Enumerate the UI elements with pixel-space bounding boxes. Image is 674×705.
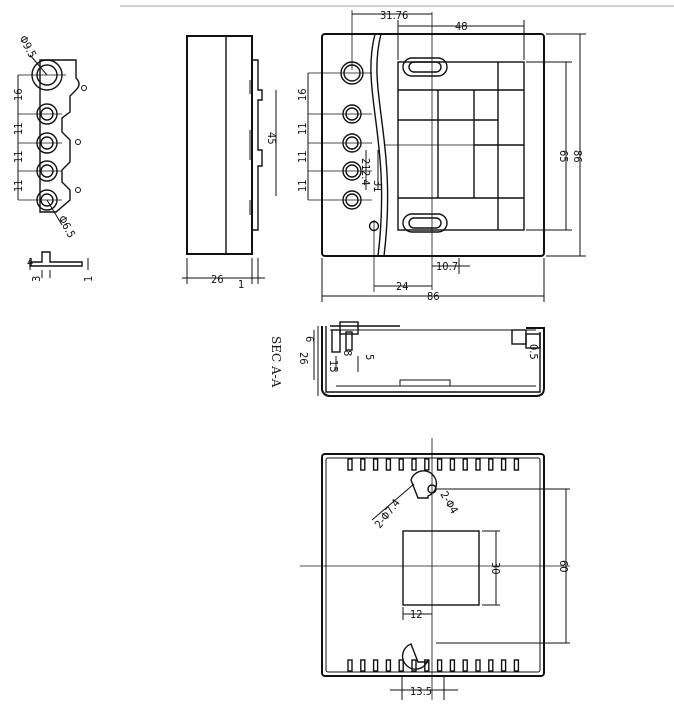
vent-slot [424,458,430,471]
front-pitch-11b: 11 [296,150,309,163]
pitch-label-11a: 11 [12,122,25,135]
pitch-label-11c: 11 [12,179,25,192]
back-keyhole-label: 2-Φ7.4 [372,497,403,531]
side-lip-label: 1 [238,278,244,291]
vent-slot [436,458,443,471]
vent-slot [500,659,507,672]
vent-slot [449,458,456,471]
vent-slot [385,659,392,672]
back-label-13-5: 13.5 [410,685,432,698]
front-label-21: 21 [359,158,372,171]
side-depth-label: 26 [211,273,224,286]
vent-slot [398,458,404,471]
tab-label-3: 3 [30,276,43,282]
side-height-label: 45 [265,132,278,145]
vent-slot [411,458,417,471]
front-label-10-7: 10.7 [436,260,458,273]
section-label-26: 26 [297,352,310,365]
vent-slot [513,458,520,471]
button-dia-label: Φ9.5 [16,33,39,60]
vent-slot [462,659,468,672]
vent-slot [475,659,481,672]
vent-slot [436,659,443,672]
vent-slot [347,659,353,672]
back-small-hole-label: 2-Φ4 [437,489,460,516]
section-label-5: 5 [363,354,376,360]
led-dia-label: Φ6.5 [55,213,78,240]
vent-slot [488,458,494,471]
vent-slot [500,458,507,471]
vent-row-top [347,458,520,471]
section-label-0-5: 0.5 [527,344,540,360]
front-label-31: 31 [371,180,384,193]
section-label-15: 15 [327,360,340,373]
tab-label-1: 1 [82,276,95,282]
front-label-86-w: 86 [427,290,440,303]
front-label-86-h: 86 [571,150,584,163]
vent-slot [385,458,392,471]
front-label-65: 65 [557,150,570,163]
front-view: 31.76 48 65 86 10.7 24 86 16 11 11 11 21… [296,9,586,303]
section-view: SEC A-A 6 26 8 5 15 0.5 [269,321,545,397]
vent-slot [372,659,379,672]
vent-row-bottom [347,659,520,672]
vent-slot [411,659,417,672]
front-label-2-4: 2.4 [359,170,372,186]
vent-slot [360,659,366,672]
vent-slot [513,659,520,672]
button-board-view: Φ9.5 Φ6.5 16 11 11 11 [12,33,87,240]
back-label-60: 60 [557,560,570,573]
front-label-48: 48 [455,20,468,33]
front-label-24: 24 [396,280,409,293]
back-view: 2-Φ7.4 2-Φ4 30 60 12 13.5 [300,438,570,700]
vent-slot [488,659,494,672]
front-label-31-76: 31.76 [380,9,408,22]
vent-slot [398,659,404,672]
pitch-label-16: 16 [12,88,25,101]
vent-slot [462,458,468,471]
vent-slot [449,659,456,672]
tab-label-4: 4 [27,256,33,269]
section-label-8: 8 [341,350,354,356]
vent-slot [475,458,481,471]
tab-detail: 4 3 1 [27,251,95,282]
front-pitch-11c: 11 [296,179,309,192]
front-pitch-16: 16 [296,88,309,101]
vent-slot [347,458,353,471]
vent-slot [372,458,379,471]
front-pitch-11a: 11 [296,122,309,135]
side-view: 26 1 45 [182,35,278,291]
vent-slot [360,458,366,471]
back-label-12: 12 [410,608,423,621]
pitch-label-11b: 11 [12,150,25,163]
section-label-6: 6 [303,336,316,342]
section-title: SEC A-A [269,336,283,388]
back-label-30: 30 [489,562,502,575]
